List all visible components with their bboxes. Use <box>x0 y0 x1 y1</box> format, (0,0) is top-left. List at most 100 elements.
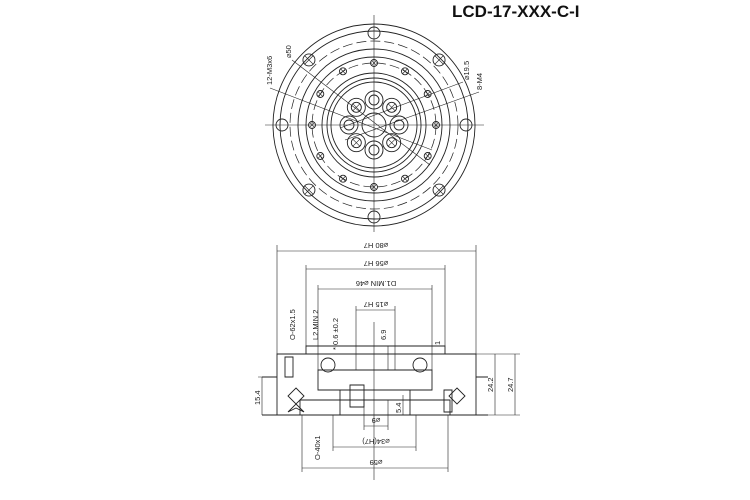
outer-circle <box>272 23 476 227</box>
bolt-circle <box>289 40 459 210</box>
leader <box>344 91 480 141</box>
bearing-ball <box>320 357 336 373</box>
housing-outline <box>276 353 477 416</box>
inner-hole <box>386 137 398 149</box>
inner-hole <box>350 101 362 113</box>
label-15-4: 15.4 <box>253 390 262 405</box>
inner-hole-cross <box>352 138 361 147</box>
outer-bolt-hole-cross <box>434 185 444 195</box>
dim-small <box>387 346 404 415</box>
dim-59 <box>301 415 449 472</box>
outer-bolt-hole-cross <box>304 185 314 195</box>
label-dia-56: ⌀56 H7 <box>364 259 389 268</box>
ring <box>297 48 451 202</box>
label-dia-15: ⌀15 H7 <box>364 300 389 309</box>
mid-bolt-hole <box>370 183 378 191</box>
bearing-ball <box>412 357 428 373</box>
inner-hole-outer <box>364 90 384 110</box>
outer-bolt-hole <box>432 53 446 67</box>
mid-bolt-hole-cross <box>402 68 408 74</box>
mid-bolt-hole <box>401 67 409 76</box>
label-gap: * 0.6 ±0.2 <box>331 318 340 350</box>
mid-bolt-hole <box>316 152 325 160</box>
dim-80 <box>276 245 477 354</box>
outer-bolt-hole <box>432 183 446 197</box>
label-o-ring-bottom: O-40x1 <box>313 435 322 460</box>
dim-9 <box>363 400 389 430</box>
inner-hole-outer <box>382 97 402 117</box>
mid-bolt-hole-cross <box>371 60 377 66</box>
inner-hole-outer <box>364 140 384 160</box>
mid-bolt-hole <box>423 152 432 160</box>
label-5-4: 5.4 <box>394 403 403 413</box>
inner-hole-outer <box>339 115 359 135</box>
mid-bolt-hole-cross <box>433 122 439 128</box>
outer-bolt-hole <box>367 26 381 40</box>
leader <box>339 81 464 129</box>
ring <box>305 56 443 194</box>
cross-roller <box>287 387 466 413</box>
mid-bolt-hole <box>432 121 440 129</box>
label-dia-34: ⌀34(H7) <box>362 437 390 446</box>
ring <box>321 72 427 178</box>
inner-hole-outer <box>389 115 409 135</box>
flange-outline <box>262 376 488 416</box>
outer-bolt-hole <box>367 210 381 224</box>
mid-bolt-hole-cross <box>402 176 408 182</box>
label-dia-59: ⌀59 <box>370 458 383 467</box>
mid-bolt-hole <box>339 67 347 76</box>
mid-bolt-hole-cross <box>309 122 315 128</box>
inner-parts <box>305 345 446 415</box>
ring <box>330 81 418 169</box>
label-1: 1 <box>433 341 442 345</box>
section-view: ⌀80 H7 ⌀56 H7 D1.MIN ⌀46 ⌀15 H7 ⌀9 ⌀34(H… <box>253 241 520 480</box>
mid-bolt-hole-cross <box>340 68 346 74</box>
ring <box>326 77 422 173</box>
dim-34 <box>332 415 417 451</box>
label-l2-min: L2.MIN 2 <box>311 310 320 340</box>
inner-hole <box>368 144 380 156</box>
inner-hole-outer <box>346 97 366 117</box>
outer-bolt-hole <box>459 118 473 132</box>
drawing-title: LCD-17-XXX-C-I <box>452 2 580 21</box>
inner-hole <box>343 119 355 131</box>
mid-bolt-hole-cross <box>425 153 431 159</box>
label-6-9: 6.9 <box>379 330 388 340</box>
label-dia-19-5: ⌀19.5 <box>462 61 471 80</box>
ring <box>279 30 469 220</box>
inner-hole-outer <box>346 133 366 153</box>
dim-height <box>476 353 520 416</box>
bolt-holes <box>275 26 473 224</box>
label-24-2: 24.2 <box>486 377 495 392</box>
mid-bolt-hole <box>401 174 409 183</box>
top-view: 12-M3x6 ⌀50 ⌀19.5 8-M4 <box>265 15 484 232</box>
label-dia-9: ⌀9 <box>372 416 381 425</box>
dim-56 <box>305 265 446 346</box>
inner-hole <box>386 101 398 113</box>
inner-hole-cross <box>387 138 396 147</box>
leader <box>291 59 431 166</box>
outer-bolt-hole-cross <box>304 55 314 65</box>
mid-bolt-hole <box>316 90 325 98</box>
label-8-m4: 8-M4 <box>475 73 484 90</box>
outer-bolt-hole <box>302 53 316 67</box>
label-dia-80: ⌀80 H7 <box>364 241 389 250</box>
mid-bolt-hole-cross <box>340 176 346 182</box>
dim-15 <box>355 306 396 370</box>
label-24-7: 24.7 <box>506 377 515 392</box>
mid-bolt-hole-cross <box>317 153 323 159</box>
inner-hole <box>350 137 362 149</box>
label-o-ring-top: O-62x1.5 <box>288 309 297 340</box>
mid-bolt-hole-cross <box>317 91 323 97</box>
mid-bolt-hole <box>370 59 378 67</box>
mid-bolt-hole <box>308 121 316 129</box>
mid-bolt-hole-cross <box>371 184 377 190</box>
inner-hole <box>368 94 380 106</box>
mid-bolt-hole <box>339 174 347 183</box>
inner-hole-cross <box>352 103 361 112</box>
dim-d1 <box>317 285 433 370</box>
inner-hole <box>393 119 405 131</box>
leader <box>269 87 433 151</box>
label-dia-50: ⌀50 <box>284 45 293 58</box>
